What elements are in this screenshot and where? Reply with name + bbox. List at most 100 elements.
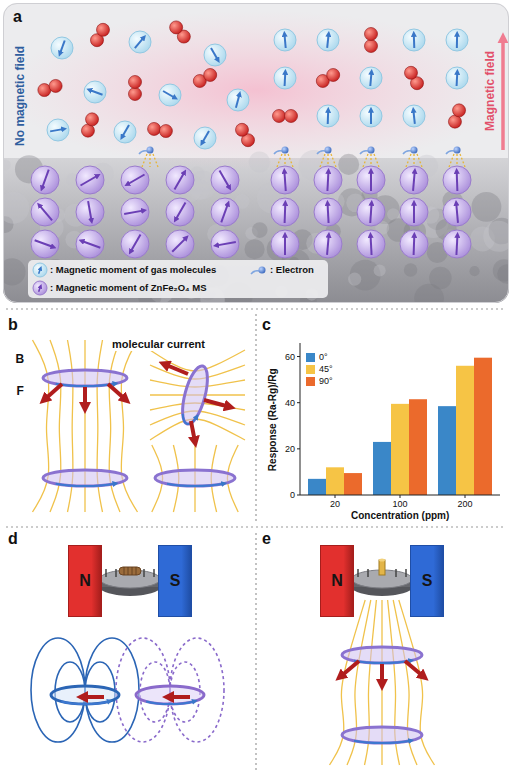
electron <box>368 147 375 154</box>
ferrite-moment <box>271 166 299 194</box>
ferrite-moment <box>121 230 149 258</box>
current-loop <box>51 686 119 704</box>
gas-molecule-moment <box>317 29 339 51</box>
electron-transfer-beam <box>417 154 422 167</box>
electron <box>317 151 325 154</box>
oxygen-molecule <box>129 88 142 101</box>
sensor-device <box>379 560 385 575</box>
panel-d-illustration <box>31 567 224 742</box>
sensor-device <box>143 569 145 577</box>
electron <box>454 147 461 154</box>
legend-patch <box>28 260 328 298</box>
gas-molecule-moment <box>317 105 339 127</box>
tick-label: 60 <box>285 352 295 362</box>
ferrite-moment <box>76 198 104 226</box>
oxygen-molecule <box>236 123 249 136</box>
tick-mark <box>400 495 401 498</box>
tick-mark <box>465 495 466 498</box>
sensor-device <box>100 567 160 596</box>
panel-letter: b <box>8 316 18 334</box>
gas-molecule-moment <box>129 31 151 53</box>
ferrite-moment <box>400 230 428 258</box>
ferrite-moment <box>443 198 471 226</box>
ferrite-moment <box>370 172 372 191</box>
oxygen-molecule <box>129 76 142 89</box>
microsphere-texture <box>3 160 11 171</box>
tick-mark <box>335 495 336 498</box>
ferrite-moment <box>357 198 385 226</box>
gas-molecule-moment <box>163 91 174 98</box>
ferrite-moment <box>357 166 385 194</box>
gas-molecule-moment <box>159 84 181 106</box>
oxygen-molecule <box>91 23 110 46</box>
annotation: molecular current <box>110 338 207 351</box>
field-line <box>50 340 61 512</box>
oxygen-molecule <box>204 69 217 82</box>
electron-transfer-beam <box>327 154 328 167</box>
oxygen-molecule <box>148 122 161 135</box>
ferrite-moment <box>124 211 143 214</box>
oxygen-molecule <box>365 28 378 53</box>
tick-label: 20 <box>285 444 295 454</box>
gas-molecule-moment <box>204 44 226 66</box>
gas-molecule-moment <box>403 105 425 127</box>
oxygen-molecule <box>327 69 340 82</box>
bar-chart <box>297 343 500 498</box>
electron <box>251 271 259 274</box>
ferrite-moment <box>284 172 285 191</box>
ferrite-moment <box>314 198 342 226</box>
gas-molecule-moment <box>327 111 329 124</box>
gas-haze <box>6 10 506 170</box>
ferrite-moment <box>271 166 299 194</box>
tick-mark <box>297 495 300 496</box>
electron <box>403 151 411 154</box>
current-loop <box>51 686 119 704</box>
electron-transfer-beam <box>149 154 150 167</box>
oxygen-molecule <box>81 113 98 137</box>
ferrite-moment <box>76 166 104 194</box>
ferrite-moment <box>166 230 194 258</box>
current-loop <box>146 701 194 704</box>
legend-label: 0° <box>319 352 328 362</box>
ferrite-moment <box>370 236 373 255</box>
gas-molecule-moment <box>360 105 382 127</box>
electron-transfer-beam <box>363 154 368 167</box>
ferrite-moment <box>35 240 53 246</box>
electron <box>446 151 454 154</box>
current-loop <box>155 470 235 486</box>
force-arrow <box>44 384 62 400</box>
current-loop <box>56 484 115 486</box>
gas-molecule-moment <box>90 90 102 94</box>
gas-molecule-moment <box>39 269 41 274</box>
electron-transfer-beam <box>460 154 465 167</box>
ferrite-moment <box>456 172 459 191</box>
current-loop <box>180 414 196 426</box>
current-loop <box>354 661 410 663</box>
electron-transfer-beam <box>142 154 147 167</box>
ferrite-moment <box>211 230 239 258</box>
ferrite-moment <box>176 202 186 218</box>
bar <box>391 404 409 495</box>
gas-molecule-moment <box>51 37 73 59</box>
ferrite-moment <box>211 198 239 226</box>
electron-transfer-beam <box>277 154 282 167</box>
current-loop <box>43 370 127 386</box>
ferrite-moment <box>76 166 104 194</box>
oxygen-molecule <box>453 104 466 117</box>
force-arrow <box>204 400 230 407</box>
ferrite-moment <box>400 230 428 258</box>
field-arrow <box>501 40 505 150</box>
ferrite-moment <box>76 230 104 258</box>
oxygen-molecule <box>365 28 378 41</box>
gas-molecule-moment <box>360 67 382 89</box>
sensor-device <box>105 569 107 577</box>
gas-molecule-moment <box>33 263 47 277</box>
bar <box>438 406 456 495</box>
gas-molecule-moment <box>446 67 468 89</box>
legend-label: : Magnetic moment of gas molecules <box>50 265 216 276</box>
current-loop <box>43 470 127 486</box>
oxygen-molecule <box>38 79 62 96</box>
gas-molecule-moment <box>227 89 249 111</box>
electron-transfer-beam <box>449 154 454 167</box>
panel-divider <box>255 533 256 770</box>
